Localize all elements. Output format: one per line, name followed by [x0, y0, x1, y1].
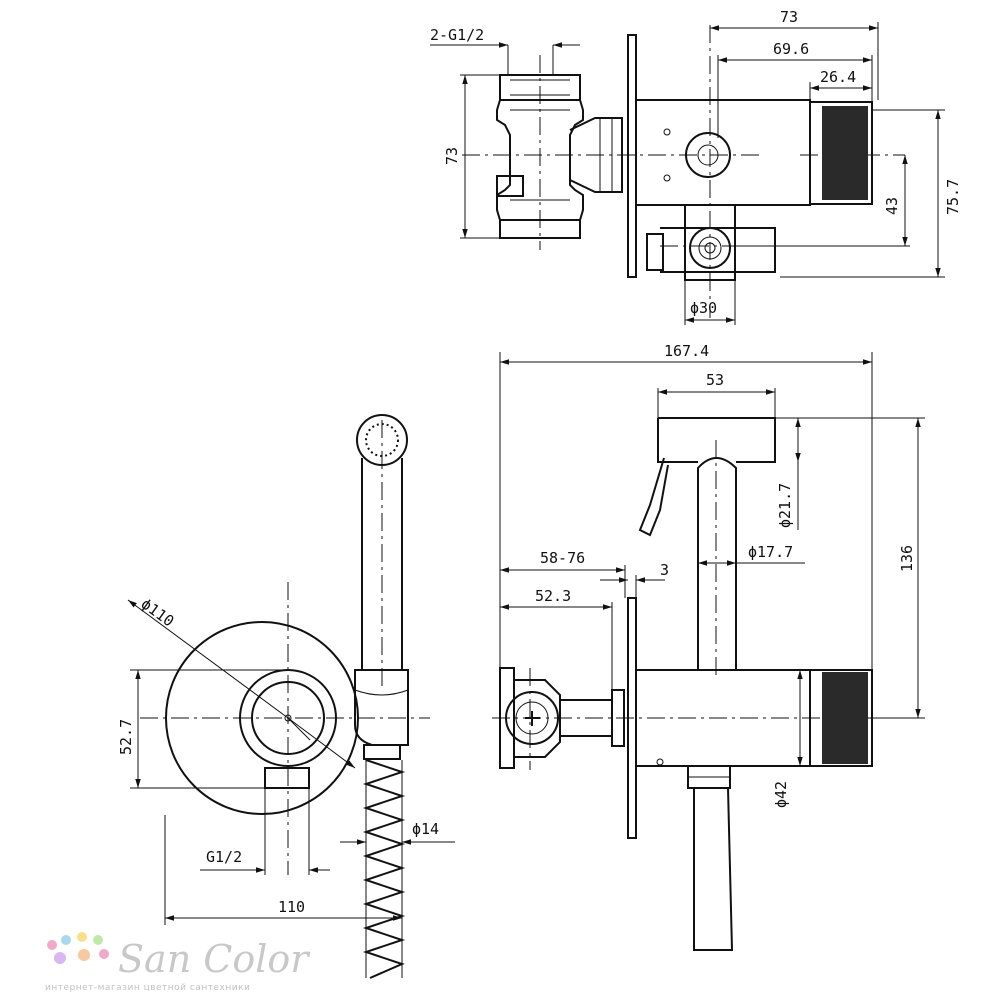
dim-centre-height: 52.7	[117, 719, 135, 755]
logo-dot	[54, 952, 66, 964]
logo-dot	[77, 932, 87, 942]
dim-plate-thickness: 3	[660, 561, 669, 579]
front-view: ϕ110 52.7 ϕ14 G1/2 110	[117, 414, 455, 979]
dim-width: 110	[278, 898, 305, 916]
brand-name: San Color	[118, 937, 311, 981]
dim-head-diameter: ϕ21.7	[776, 483, 794, 528]
dim-outlet-diameter: ϕ30	[690, 299, 717, 317]
dim-height-right: 75.7	[944, 179, 962, 215]
brand-tagline: интернет-магазин цветной сантехники	[45, 983, 250, 993]
logo-dot	[61, 935, 71, 945]
logo-dot	[47, 940, 57, 950]
dim-length-overall: 167.4	[664, 342, 709, 360]
dim-depth-range: 58-76	[540, 549, 585, 567]
dim-plate-diameter: ϕ110	[138, 595, 178, 631]
dim-body-diameter: ϕ42	[772, 781, 790, 808]
dim-hose-diameter: ϕ14	[412, 820, 439, 838]
dim-thread-top: 2-G1/2	[430, 26, 484, 44]
dim-width-mid: 69.6	[773, 40, 809, 58]
dim-height: 136	[898, 545, 916, 572]
top-view: 2-G1/2 73 69.6 26.4 73 75.7 43 ϕ30	[430, 8, 962, 325]
side-view: 167.4 53 136 ϕ21.7 ϕ17.7 ϕ42 58-76 3 52.…	[492, 342, 925, 951]
dim-depth-fixed: 52.3	[535, 587, 571, 605]
dim-handle-diameter: ϕ17.7	[748, 543, 793, 561]
dim-width-overall: 73	[780, 8, 798, 26]
dim-thread-front: G1/2	[206, 848, 242, 866]
dim-knob-width: 26.4	[820, 68, 856, 86]
dim-head-length: 53	[706, 371, 724, 389]
dim-centre-offset: 43	[883, 197, 901, 215]
logo-dot	[93, 935, 103, 945]
logo-dot	[99, 949, 109, 959]
dim-height-left: 73	[443, 147, 461, 165]
logo-dot	[78, 949, 90, 961]
brand-logo: San Color интернет-магазин цветной санте…	[45, 932, 311, 993]
